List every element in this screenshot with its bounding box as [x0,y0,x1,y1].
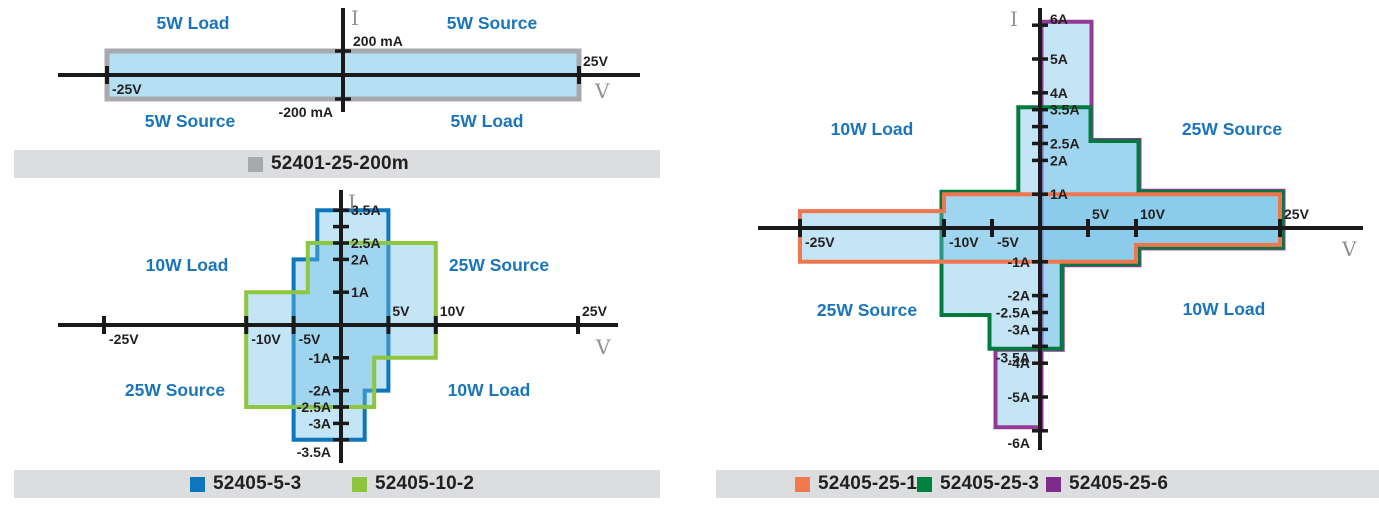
y-tick-label: -3.5A [996,349,1030,365]
quadrant-label: 10W Load [146,255,229,275]
x-tick-label: 25V [582,303,608,319]
legend-swatch-gray [248,156,263,172]
x-tick-label: -25V [805,234,835,250]
y-tick-label: -3.5A [297,444,331,460]
y-tick-label: -2A [308,383,331,399]
legend-item: 52405-25-3 [917,470,1039,498]
y-tick-label: -3A [308,415,331,431]
x-axis-letter: V [595,335,611,359]
y-axis-letter: I [1010,7,1018,31]
legend-item: 52405-5-3 [190,470,301,498]
legend-swatch-darkgreen [917,476,932,492]
y-tick-label: -1A [1007,254,1030,270]
legend-item: 52401-25-200m [248,150,409,178]
quadrant-label: 25W Source [817,300,917,320]
legend-52405-25: 52405-25-1 52405-25-3 52405-25-6 [716,470,1379,498]
y-tick-label: 1A [1050,186,1068,202]
x-axis-letter: V [1341,237,1357,261]
x-tick-label: 25V [583,53,609,69]
y-axis-letter: I [351,6,359,30]
quadrant-label: 10W Load [1183,299,1266,319]
legend-label: 52401-25-200m [271,153,409,174]
quadrant-label: 5W Source [145,111,236,131]
y-tick-label: 200 mA [353,33,403,49]
y-tick-label: -6A [1007,435,1030,451]
quadrant-label: 25W Source [125,380,225,400]
x-tick-label: 5V [1092,206,1110,222]
legend-swatch-blue [190,476,205,492]
y-tick-label: 5A [1050,51,1068,67]
quadrant-label: 10W Load [831,119,914,139]
x-tick-label: -10V [251,331,281,347]
legend-item: 52405-25-6 [1046,470,1168,498]
y-tick-label: 3.5A [1050,102,1080,118]
x-tick-label: 10V [440,303,466,319]
y-tick-label: -1A [308,350,331,366]
y-tick-label: -2.5A [297,399,331,415]
quadrant-label: 5W Source [447,13,538,33]
y-tick-label: 6A [1050,11,1068,27]
quadrant-label: 5W Load [451,111,524,131]
x-tick-label: -5V [299,331,321,347]
y-tick-label: 3.5A [351,202,381,218]
x-axis-letter: V [594,79,610,103]
legend-swatch-lightgreen [352,476,367,492]
legend-label: 52405-25-6 [1069,473,1169,494]
y-tick-label: 2.5A [351,235,381,251]
y-tick-label: -4A [1007,355,1030,371]
y-tick-label: -3A [1007,321,1030,337]
x-tick-label: -25V [109,331,139,347]
y-axis-letter: I [348,190,356,214]
quadrant-label: 5W Load [157,13,230,33]
legend-label: 52405-5-3 [213,473,302,494]
y-tick-label: -200 mA [279,104,333,120]
legend-label: 52405-10-2 [375,473,475,494]
y-tick-label: 4A [1050,85,1068,101]
y-tick-label: 2A [1050,152,1068,168]
x-tick-label: 10V [1140,206,1166,222]
quadrant-label: 25W Source [449,255,549,275]
legend-item: 52405-25-1 [795,470,917,498]
legend-swatch-orange [795,476,810,492]
y-tick-label: -5A [1007,389,1030,405]
y-tick-label: -2A [1007,288,1030,304]
y-tick-label: -2.5A [996,305,1030,321]
legend-52405-low: 52405-5-3 52405-10-2 [14,470,660,498]
x-tick-label: -5V [997,234,1019,250]
x-tick-label: 5V [392,303,410,319]
y-tick-label: 1A [351,284,369,300]
quadrant-label: 10W Load [448,380,531,400]
quadrant-label: 25W Source [1182,119,1282,139]
y-tick-label: 2A [351,251,369,267]
x-tick-label: -25V [112,81,142,97]
legend-item: 52405-10-2 [352,470,474,498]
x-tick-label: -10V [949,234,979,250]
legend-label: 52405-25-1 [818,473,918,494]
legend-label: 52405-25-3 [940,473,1040,494]
legend-swatch-purple [1046,476,1061,492]
legend-52401: 52401-25-200m [14,150,660,178]
y-tick-label: 2.5A [1050,136,1080,152]
x-tick-label: 25V [1284,206,1310,222]
